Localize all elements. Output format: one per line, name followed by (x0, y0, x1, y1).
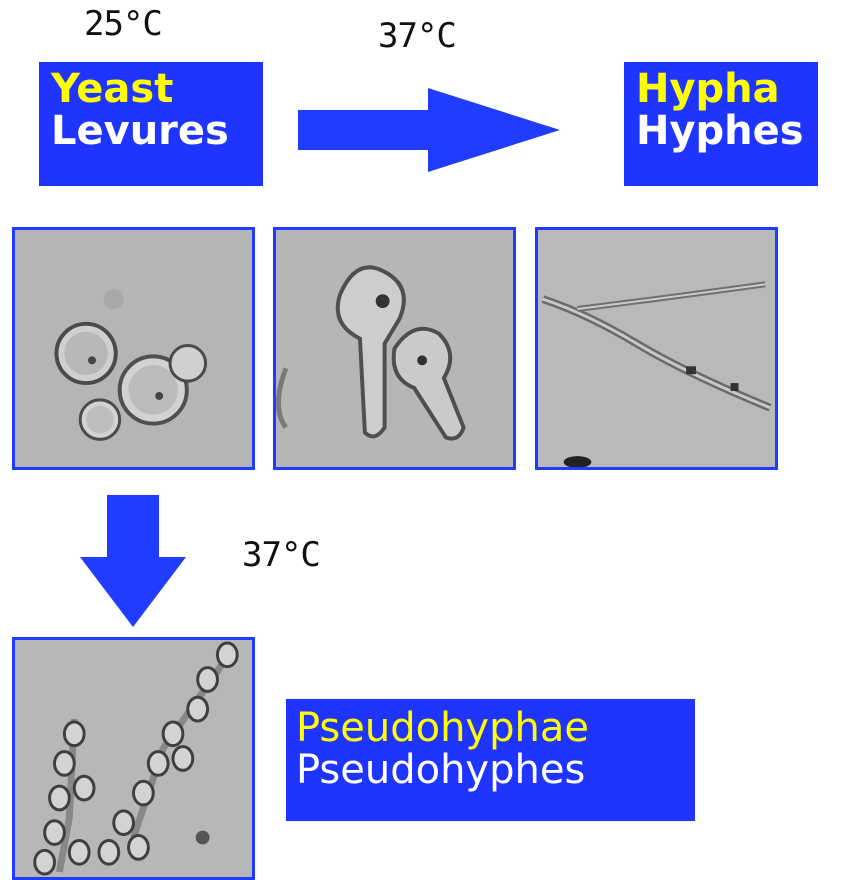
hypha-photo (535, 227, 778, 470)
yeast-label-fr: Levures (51, 110, 263, 152)
temp-to-hypha: 37°C (378, 16, 456, 56)
hypha-label-fr: Hyphes (636, 110, 818, 152)
hypha-label-box: Hypha Hyphes (624, 62, 818, 186)
pseudohyphae-label-fr: Pseudohyphes (296, 749, 695, 791)
pseudohyphae-photo (12, 637, 255, 880)
temp-to-pseudohyphae: 37°C (242, 535, 320, 575)
yeast-label-en: Yeast (51, 68, 263, 110)
hypha-label-en: Hypha (636, 68, 818, 110)
yeast-photo (12, 227, 255, 470)
budding-photo (273, 227, 516, 470)
down-arrow-icon (80, 495, 186, 627)
yeast-label-box: Yeast Levures (39, 62, 263, 186)
right-arrow-icon (298, 88, 560, 172)
temp-yeast: 25°C (84, 4, 162, 44)
pseudohyphae-label-en: Pseudohyphae (296, 707, 695, 749)
pseudohyphae-label-box: Pseudohyphae Pseudohyphes (286, 699, 695, 821)
